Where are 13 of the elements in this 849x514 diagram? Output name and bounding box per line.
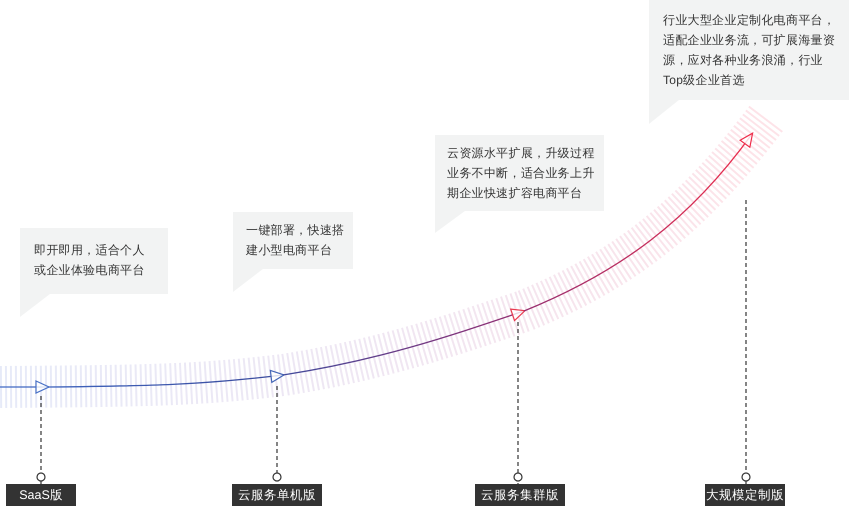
dashed-leader-line [36,396,46,484]
dashed-leader-line [513,322,523,484]
stage-label: 大规模定制版 [705,484,785,506]
bubble-text: 一键部署，快速搭建小型电商平台 [246,222,346,259]
dashed-leader-line [272,386,282,484]
speech-bubble [649,0,849,124]
dashed-leader-line [741,200,751,484]
stage-label: SaaS版 [6,484,76,506]
stage-label: 云服务单机版 [232,484,322,506]
bubble-text: 行业大型企业定制化电商平台，适配企业业务流，可扩展海量资源，应对各种业务浪涌，行业Top级企业首选 [663,12,836,89]
stage-label: 云服务集群版 [475,484,565,506]
bubble-text: 云资源水平扩展，升级过程业务不中断，适合业务上升期企业快速扩容电商平台 [447,145,596,202]
bubble-text: 即开即用，适合个人或企业体验电商平台 [34,242,146,279]
